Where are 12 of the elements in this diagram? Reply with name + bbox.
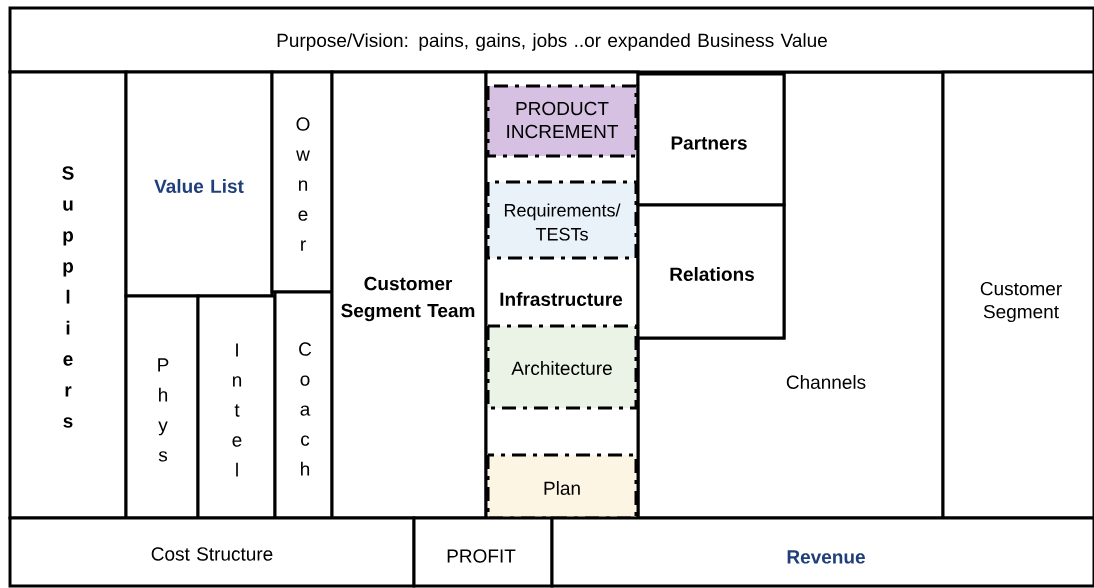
phys-box: Phys: [124, 294, 200, 520]
product-increment-box: PRODUCT INCREMENT: [486, 84, 638, 158]
customer-segment-box: Customer Segment: [941, 70, 1094, 520]
profit-box: PROFIT: [412, 516, 554, 588]
relations-box: Relations: [636, 203, 786, 340]
owner-box: Owner: [270, 70, 334, 294]
architecture-box: Architecture: [486, 324, 638, 410]
partners-box: Partners: [636, 72, 786, 207]
intel-box: Intel: [196, 294, 277, 520]
coach-box: Coach: [273, 290, 334, 520]
plan-box: Plan: [486, 453, 638, 520]
requirements-box: Requirements/TESTs: [486, 180, 638, 260]
